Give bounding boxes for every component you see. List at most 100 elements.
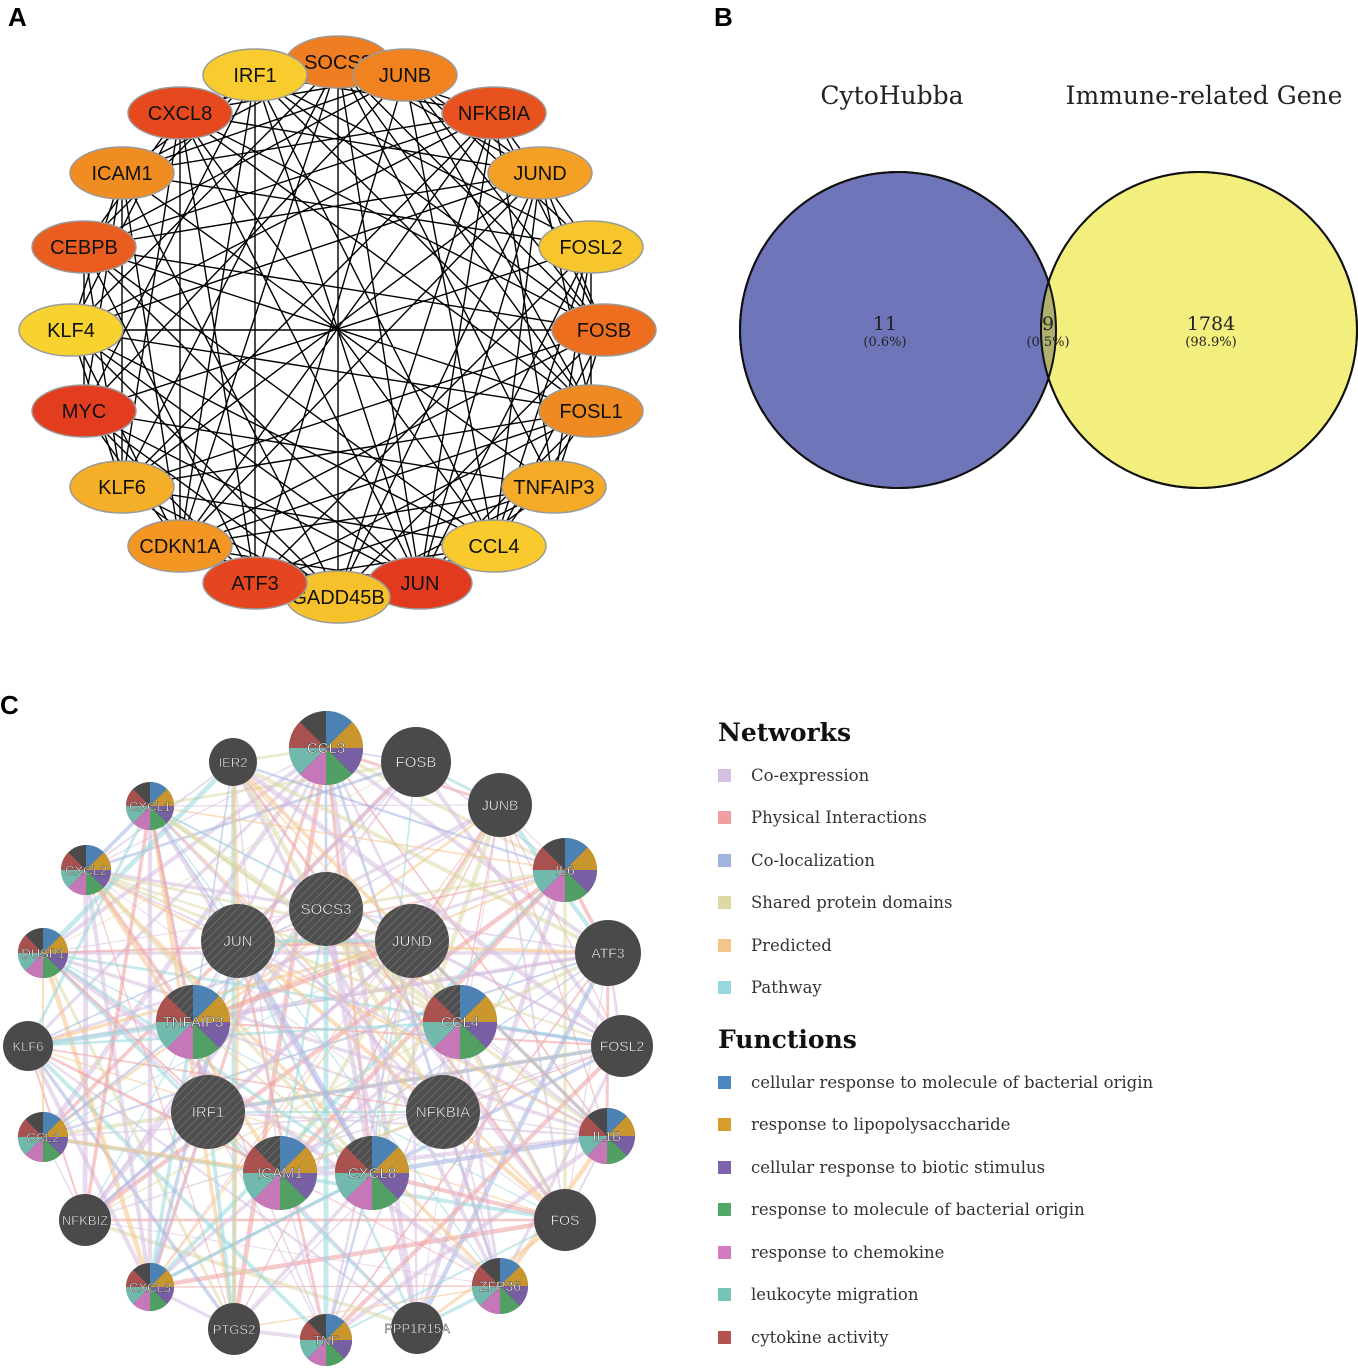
genemania-edge (231, 760, 624, 1048)
functions-item-cytokine-activity: cytokine activity (718, 1316, 1338, 1359)
genemania-node-label: ATF3 (591, 945, 624, 961)
ppi-edge (83, 74, 256, 412)
functions-item-response-to-lipopolysaccharide: response to lipopolysaccharide (718, 1104, 1338, 1147)
ppi-edge (83, 74, 406, 412)
venn-circle-cytohubba (739, 171, 1057, 489)
networks-title: Networks (718, 718, 852, 747)
ppi-node-irf1: IRF1 (202, 48, 308, 102)
genemania-node-label: CXCL3 (129, 1280, 171, 1295)
ppi-node-label: ATF3 (231, 573, 278, 595)
genemania-edge (41, 760, 235, 955)
ppi-node-label: MYC (62, 401, 106, 423)
genemania-node-label: ZFP36 (479, 1278, 521, 1294)
ppi-edge (419, 172, 541, 584)
genemania-edge (148, 805, 236, 1330)
functions-item-leukocyte-migration: leukocyte migration (718, 1274, 1338, 1317)
genemania-edge (41, 746, 328, 955)
genemania-edge (84, 1021, 461, 1221)
genemania-edge (325, 952, 609, 1341)
genemania-node-label: JUND (392, 933, 432, 950)
ppi-edge (254, 74, 495, 547)
panel-label-a: A (8, 2, 27, 32)
genemania-edge (325, 1219, 566, 1341)
genemania-node-tnf: TNF (300, 1314, 352, 1366)
genemania-node-label: KLF6 (12, 1039, 43, 1054)
genemania-edge (499, 804, 623, 1047)
genemania-edge (42, 940, 413, 1138)
genemania-node-icam1: ICAM1 (243, 1136, 317, 1210)
ppi-edge (70, 329, 181, 547)
genemania-edge (233, 1285, 501, 1330)
functions-swatch (718, 1330, 731, 1344)
genemania-edge (278, 908, 328, 1174)
genemania-edge (410, 939, 609, 1138)
networks-item-co-localization: Co-localization (718, 839, 1338, 882)
genemania-edge (85, 869, 235, 1330)
genemania-node-label: CXCL2 (65, 863, 107, 878)
genemania-node-fos: FOS (534, 1189, 596, 1251)
genemania-edge (84, 1219, 501, 1287)
functions-item-cellular-response-to-biotic-stimulus: cellular response to biotic stimulus (718, 1146, 1338, 1189)
genemania-edge (237, 940, 608, 1137)
ppi-edge (254, 74, 421, 584)
genemania-node-cxcl8: CXCL8 (335, 1136, 409, 1210)
venn-left-count: 11 (873, 313, 897, 335)
ppi-node-label: IRF1 (233, 65, 276, 87)
genemania-edge (27, 1044, 281, 1175)
genemania-edge (149, 1171, 373, 1289)
genemania-edge (148, 805, 210, 1113)
genemania-edge (148, 1021, 195, 1288)
ppi-edge (83, 246, 605, 331)
networks-label: Pathway (751, 978, 822, 998)
genemania-edge (192, 1020, 444, 1114)
ppi-edge (121, 172, 339, 598)
genemania-node-cxcl2: CXCL2 (61, 845, 111, 895)
ppi-edge (70, 329, 421, 584)
functions-swatch (718, 1288, 731, 1302)
genemania-edge (325, 868, 566, 911)
ppi-node-label: TNFAIP3 (513, 477, 594, 499)
ppi-edge (337, 61, 592, 412)
functions-label: response to chemokine (751, 1242, 945, 1262)
ppi-edge (254, 74, 406, 584)
genemania-node-klf6: KLF6 (3, 1021, 53, 1071)
genemania-node-fosb: FOSB (381, 727, 451, 797)
genemania-edge (231, 761, 502, 1287)
functions-item-cellular-response-to-molecule-of-bacterial-origin: cellular response to molecule of bacteri… (718, 1061, 1338, 1104)
genemania-edge (26, 746, 328, 1048)
ppi-edge (179, 172, 541, 547)
ppi-node-label: KLF4 (47, 320, 95, 342)
networks-swatch (718, 811, 731, 825)
networks-swatch (718, 768, 731, 782)
ppi-edge (419, 246, 592, 584)
genemania-edge (42, 761, 417, 954)
ppi-node-label: ICAM1 (91, 163, 152, 185)
genemania-edge (324, 1044, 624, 1342)
functions-item-response-to-chemokine: response to chemokine (718, 1231, 1338, 1274)
ppi-edge (83, 74, 406, 248)
ppi-edge (70, 329, 339, 598)
ppi-nodes: SOCS3JUNBNFKBIAJUNDFOSL2FOSBFOSL1TNFAIP3… (18, 35, 657, 624)
ppi-edge (179, 112, 541, 174)
ppi-edge (70, 172, 541, 331)
genemania-edge (27, 1020, 461, 1048)
genemania-edge (27, 1045, 444, 1113)
ppi-node-tnfaip3: TNFAIP3 (501, 460, 607, 514)
functions-label: cellular response to molecule of bacteri… (751, 1072, 1154, 1092)
genemania-node-cxcl3: CXCL3 (126, 1263, 174, 1311)
ppi-edge (179, 486, 555, 547)
functions-label: cellular response to biotic stimulus (751, 1157, 1046, 1177)
ppi-node-jund: JUND (487, 146, 593, 200)
functions-swatch (718, 1075, 731, 1089)
genemania-node-ccl2: CCL2 (17, 1112, 68, 1163)
genemania-network-panel: CCL3FOSBJUNBIL6ATF3FOSL2IL1BFOSZFP36PPP1… (3, 711, 653, 1366)
genemania-edge (40, 952, 153, 1288)
ppi-edge (493, 329, 605, 547)
ppi-edge (179, 112, 592, 412)
genemania-node-socs3: SOCS3 (289, 872, 363, 946)
ppi-node-jun: JUN (367, 556, 473, 610)
ppi-node-label: CXCL8 (148, 103, 212, 125)
ppi-node-label: CEBPB (50, 237, 118, 259)
genemania-edge (232, 760, 609, 955)
